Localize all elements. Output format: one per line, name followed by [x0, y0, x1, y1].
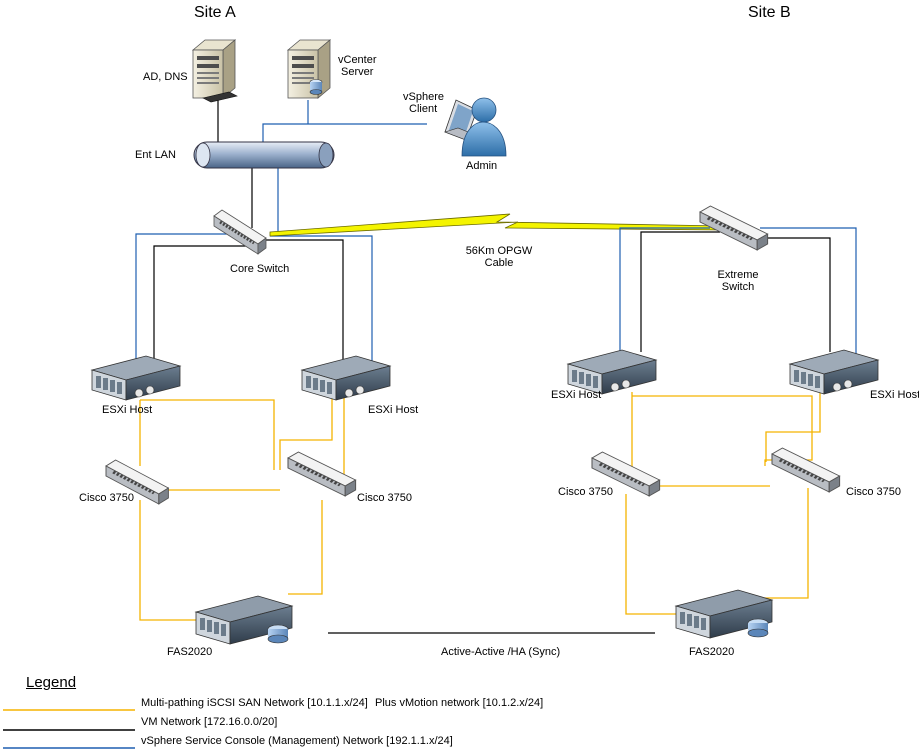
- site-a-iscsi: [139, 388, 345, 621]
- site-a-uplinks: [217, 98, 427, 232]
- opgw-label-1: 56Km OPGW: [465, 245, 533, 257]
- switch-icon: [212, 208, 268, 256]
- site-b-iscsi: [625, 386, 821, 615]
- switch-icon: [770, 446, 842, 494]
- vcenter-label-1: vCenter: [338, 54, 377, 66]
- cisco-b2-label: Cisco 3750: [846, 486, 902, 498]
- server-icon: [287, 39, 331, 99]
- switch-icon: [286, 450, 358, 498]
- sync-label: Active-Active /HA (Sync): [441, 646, 561, 658]
- esxi-host-a2-label: ESXi Host: [368, 404, 419, 416]
- vcenter-label-2: Server: [341, 66, 374, 78]
- opgw-label-2: Cable: [484, 257, 514, 269]
- database-icon: [309, 79, 323, 95]
- vsphere-client-label-1: vSphere: [403, 91, 444, 103]
- cisco-a1-label: Cisco 3750: [79, 492, 135, 504]
- host-icon: [567, 349, 657, 395]
- lan-bus-icon: [193, 141, 335, 169]
- ad-dns-label: AD, DNS: [143, 71, 188, 83]
- server-icon: [192, 39, 238, 103]
- legend-vm-text: VM Network [172.16.0.0/20]: [141, 716, 278, 728]
- ent-lan-label: Ent LAN: [135, 149, 176, 161]
- legend-mgmt-text: vSphere Service Console (Management) Net…: [141, 735, 453, 747]
- extreme-label-1: Extreme: [717, 269, 759, 281]
- site-b-title: Site B: [748, 4, 791, 21]
- admin-label: Admin: [466, 160, 498, 172]
- legend-iscsi-text: Multi-pathing iSCSI SAN Network [10.1.1.…: [141, 697, 368, 709]
- esxi-host-a1-label: ESXi Host: [102, 404, 153, 416]
- host-icon: [91, 355, 181, 401]
- site-a-title: Site A: [194, 4, 236, 21]
- host-icon: [789, 349, 879, 395]
- esxi-host-b1-label: ESXi Host: [551, 389, 602, 401]
- vsphere-client-label-2: Client: [409, 103, 438, 115]
- esxi-host-b2-label: ESXi Host: [870, 389, 919, 401]
- cisco-b1-label: Cisco 3750: [558, 486, 614, 498]
- legend-title: Legend: [26, 674, 77, 691]
- user-icon: [461, 97, 507, 157]
- storage-icon: [195, 595, 293, 645]
- legend-vmotion-text: Plus vMotion network [10.1.2.x/24]: [375, 697, 544, 709]
- fas-a-label: FAS2020: [167, 646, 213, 658]
- cisco-a2-label: Cisco 3750: [357, 492, 413, 504]
- storage-icon: [675, 589, 773, 639]
- fas-b-label: FAS2020: [689, 646, 735, 658]
- core-switch-label: Core Switch: [230, 263, 290, 275]
- host-icon: [301, 355, 391, 401]
- extreme-label-2: Switch: [721, 281, 755, 293]
